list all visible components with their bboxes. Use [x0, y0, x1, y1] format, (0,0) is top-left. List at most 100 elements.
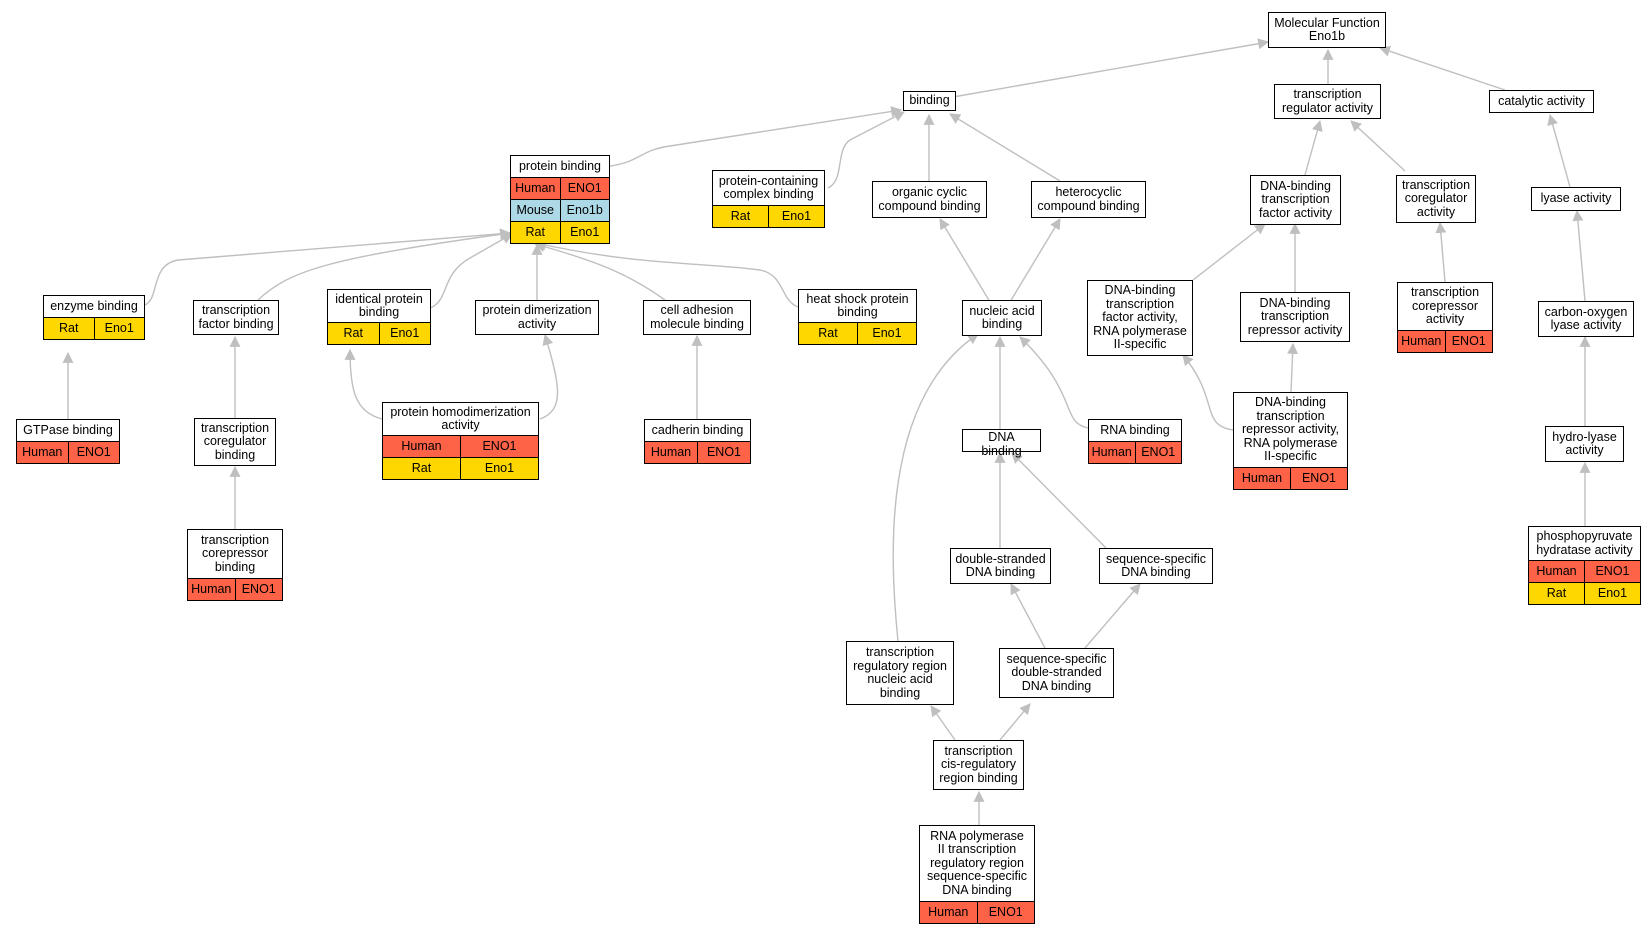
node-protein-homodimerization-activity[interactable]: protein homodimerization activity Human …: [382, 402, 539, 480]
node-transcription-coregulator-activity[interactable]: transcription coregulator activity: [1396, 175, 1476, 223]
node-carbon-oxygen-lyase-activity[interactable]: carbon-oxygen lyase activity: [1538, 301, 1634, 337]
node-label: protein binding: [518, 158, 601, 173]
gene-symbol: ENO1: [1290, 468, 1347, 489]
node-label: protein-containing complex binding: [718, 173, 819, 201]
node-rna-binding[interactable]: RNA binding Human ENO1: [1088, 419, 1182, 464]
node-label: protein homodimerization activity: [390, 404, 531, 432]
species-row-human: Human ENO1: [1234, 467, 1347, 489]
edge-lyase-to-cat: [1547, 113, 1571, 188]
species-row-human: Human ENO1: [383, 435, 538, 457]
node-label: enzyme binding: [50, 298, 138, 313]
species-row-human: Human ENO1: [1529, 560, 1640, 582]
species-row-rat: Rat Eno1: [1529, 582, 1640, 604]
edge-phda-to-ipb: [344, 348, 383, 420]
node-transcription-factor-binding[interactable]: transcription factor binding: [193, 300, 279, 335]
node-nucleic-acid-binding[interactable]: nucleic acid binding: [962, 300, 1042, 336]
species-name: Rat: [59, 320, 79, 335]
node-label: protein dimerization activity: [482, 303, 592, 331]
gene-symbol: ENO1: [1444, 331, 1493, 352]
node-dna-binding[interactable]: DNA binding: [962, 429, 1041, 457]
node-lyase-activity[interactable]: lyase activity: [1531, 187, 1621, 211]
node-label: catalytic activity: [1498, 93, 1585, 108]
node-dna-binding-transcription-factor-activity[interactable]: DNA-binding transcription factor activit…: [1250, 175, 1341, 225]
gene-symbol: ENO1: [234, 579, 283, 600]
species-row-rat: Rat Eno1: [511, 221, 609, 243]
node-transcription-corepressor-binding[interactable]: transcription corepressor binding Human …: [187, 529, 283, 601]
node-catalytic-activity[interactable]: catalytic activity: [1489, 90, 1594, 113]
species-row-human: Human ENO1: [1089, 441, 1181, 463]
node-molecular-function-eno1b[interactable]: Molecular Function Eno1b: [1268, 12, 1386, 48]
node-label: heterocyclic compound binding: [1037, 185, 1140, 213]
node-label: sequence-specific double-stranded DNA bi…: [1006, 651, 1107, 693]
node-transcription-corepressor-activity[interactable]: transcription corepressor activity Human…: [1397, 282, 1493, 353]
edge-rnab-to-nab: [1019, 336, 1089, 429]
edge-dbtra2-to-dbtra: [1287, 342, 1299, 393]
node-double-stranded-dna-binding[interactable]: double-stranded DNA binding: [950, 548, 1051, 584]
node-label: DNA-binding transcription factor activit…: [1259, 178, 1332, 220]
node-transcription-coregulator-binding[interactable]: transcription coregulator binding: [194, 418, 276, 466]
node-sequence-specific-double-stranded-dna-binding[interactable]: sequence-specific double-stranded DNA bi…: [999, 648, 1114, 698]
node-heterocyclic-compound-binding[interactable]: heterocyclic compound binding: [1031, 181, 1146, 218]
node-label: GTPase binding: [23, 422, 113, 437]
node-label: DNA binding: [981, 430, 1022, 458]
edge-trrnab-to-nab: [892, 333, 979, 642]
edge-dbtfa2-to-dbtfa: [1192, 223, 1266, 281]
edge-ocb-from-nab: [939, 218, 991, 303]
node-sequence-specific-dna-binding[interactable]: sequence-specific DNA binding: [1099, 548, 1213, 584]
edge-tcoa-to-tca: [1435, 221, 1447, 283]
node-dna-binding-transcription-repressor-activity[interactable]: DNA-binding transcription repressor acti…: [1240, 292, 1350, 342]
node-heat-shock-protein-binding[interactable]: heat shock protein binding Rat Eno1: [798, 289, 917, 345]
node-binding[interactable]: binding: [903, 91, 956, 111]
species-row-human: Human ENO1: [17, 441, 119, 463]
species-name: Human: [1091, 444, 1132, 459]
node-label: cadherin binding: [651, 422, 744, 437]
gene-symbol: Eno1: [559, 222, 610, 243]
node-protein-dimerization-activity[interactable]: protein dimerization activity: [475, 300, 599, 335]
node-dna-binding-transcription-repressor-activity-rna-pol-ii[interactable]: DNA-binding transcription repressor acti…: [1233, 392, 1348, 490]
node-enzyme-binding[interactable]: enzyme binding Rat Eno1: [43, 295, 145, 340]
species-name: Human: [22, 444, 63, 459]
edge-phda-to-pda: [539, 333, 559, 420]
species-name: Human: [515, 180, 556, 195]
node-organic-cyclic-compound-binding[interactable]: organic cyclic compound binding: [872, 181, 987, 218]
node-dna-binding-transcription-factor-activity-rna-pol-ii[interactable]: DNA-binding transcription factor activit…: [1087, 280, 1193, 356]
node-identical-protein-binding[interactable]: identical protein binding Rat Eno1: [327, 289, 431, 345]
node-phosphopyruvate-hydratase-activity[interactable]: phosphopyruvate hydratase activity Human…: [1528, 526, 1641, 605]
node-cell-adhesion-molecule-binding[interactable]: cell adhesion molecule binding: [643, 300, 751, 335]
species-row-rat: Rat Eno1: [44, 317, 144, 339]
gene-symbol: ENO1: [1584, 561, 1640, 582]
species-row-mouse: Mouse Eno1b: [511, 199, 609, 221]
node-cadherin-binding[interactable]: cadherin binding Human ENO1: [644, 419, 751, 464]
species-name: Rat: [730, 208, 751, 223]
gene-symbol: Eno1: [857, 323, 916, 344]
node-label: transcription coregulator binding: [200, 420, 270, 462]
gene-symbol: Eno1: [1584, 583, 1640, 604]
node-hydro-lyase-activity[interactable]: hydro-lyase activity: [1545, 426, 1624, 462]
species-name: Human: [401, 438, 442, 453]
node-label: organic cyclic compound binding: [878, 185, 981, 213]
species-row-rat: Rat Eno1: [383, 457, 538, 479]
gene-symbol: Eno1b: [559, 200, 610, 221]
node-transcription-cis-regulatory-region-binding[interactable]: transcription cis-regulatory region bind…: [933, 740, 1024, 790]
gene-symbol: ENO1: [460, 436, 538, 457]
node-rna-polymerase-ii-transcription-regulatory-region-sequence-specific-dna-binding[interactable]: RNA polymerase II transcription regulato…: [919, 825, 1035, 924]
edge-dbtra2-to-dbtfa2: [1182, 354, 1234, 431]
node-transcription-regulatory-region-nucleic-acid-binding[interactable]: transcription regulatory region nucleic …: [846, 641, 954, 705]
node-protein-containing-complex-binding[interactable]: protein-containing complex binding Rat E…: [712, 170, 825, 228]
edge-hcb-to-binding: [949, 113, 1061, 182]
node-label: hydro-lyase activity: [1552, 429, 1617, 457]
species-name: Human: [650, 444, 692, 459]
edge-camb-to-pb: [533, 241, 666, 301]
node-label: transcription regulatory region nucleic …: [853, 645, 947, 700]
gene-symbol: Eno1: [93, 318, 145, 339]
node-label: lyase activity: [1540, 191, 1612, 206]
node-transcription-regulator-activity[interactable]: transcription regulator activity: [1274, 84, 1381, 119]
node-gtpase-binding[interactable]: GTPase binding Human ENO1: [16, 419, 120, 464]
node-protein-binding[interactable]: protein binding Human ENO1 Mouse Eno1b R…: [510, 155, 610, 244]
species-row-rat: Rat Eno1: [713, 205, 824, 227]
edge-eb-to-pb: [144, 228, 512, 306]
node-label: transcription coregulator activity: [1401, 177, 1471, 219]
species-row-human: Human ENO1: [1398, 330, 1492, 352]
